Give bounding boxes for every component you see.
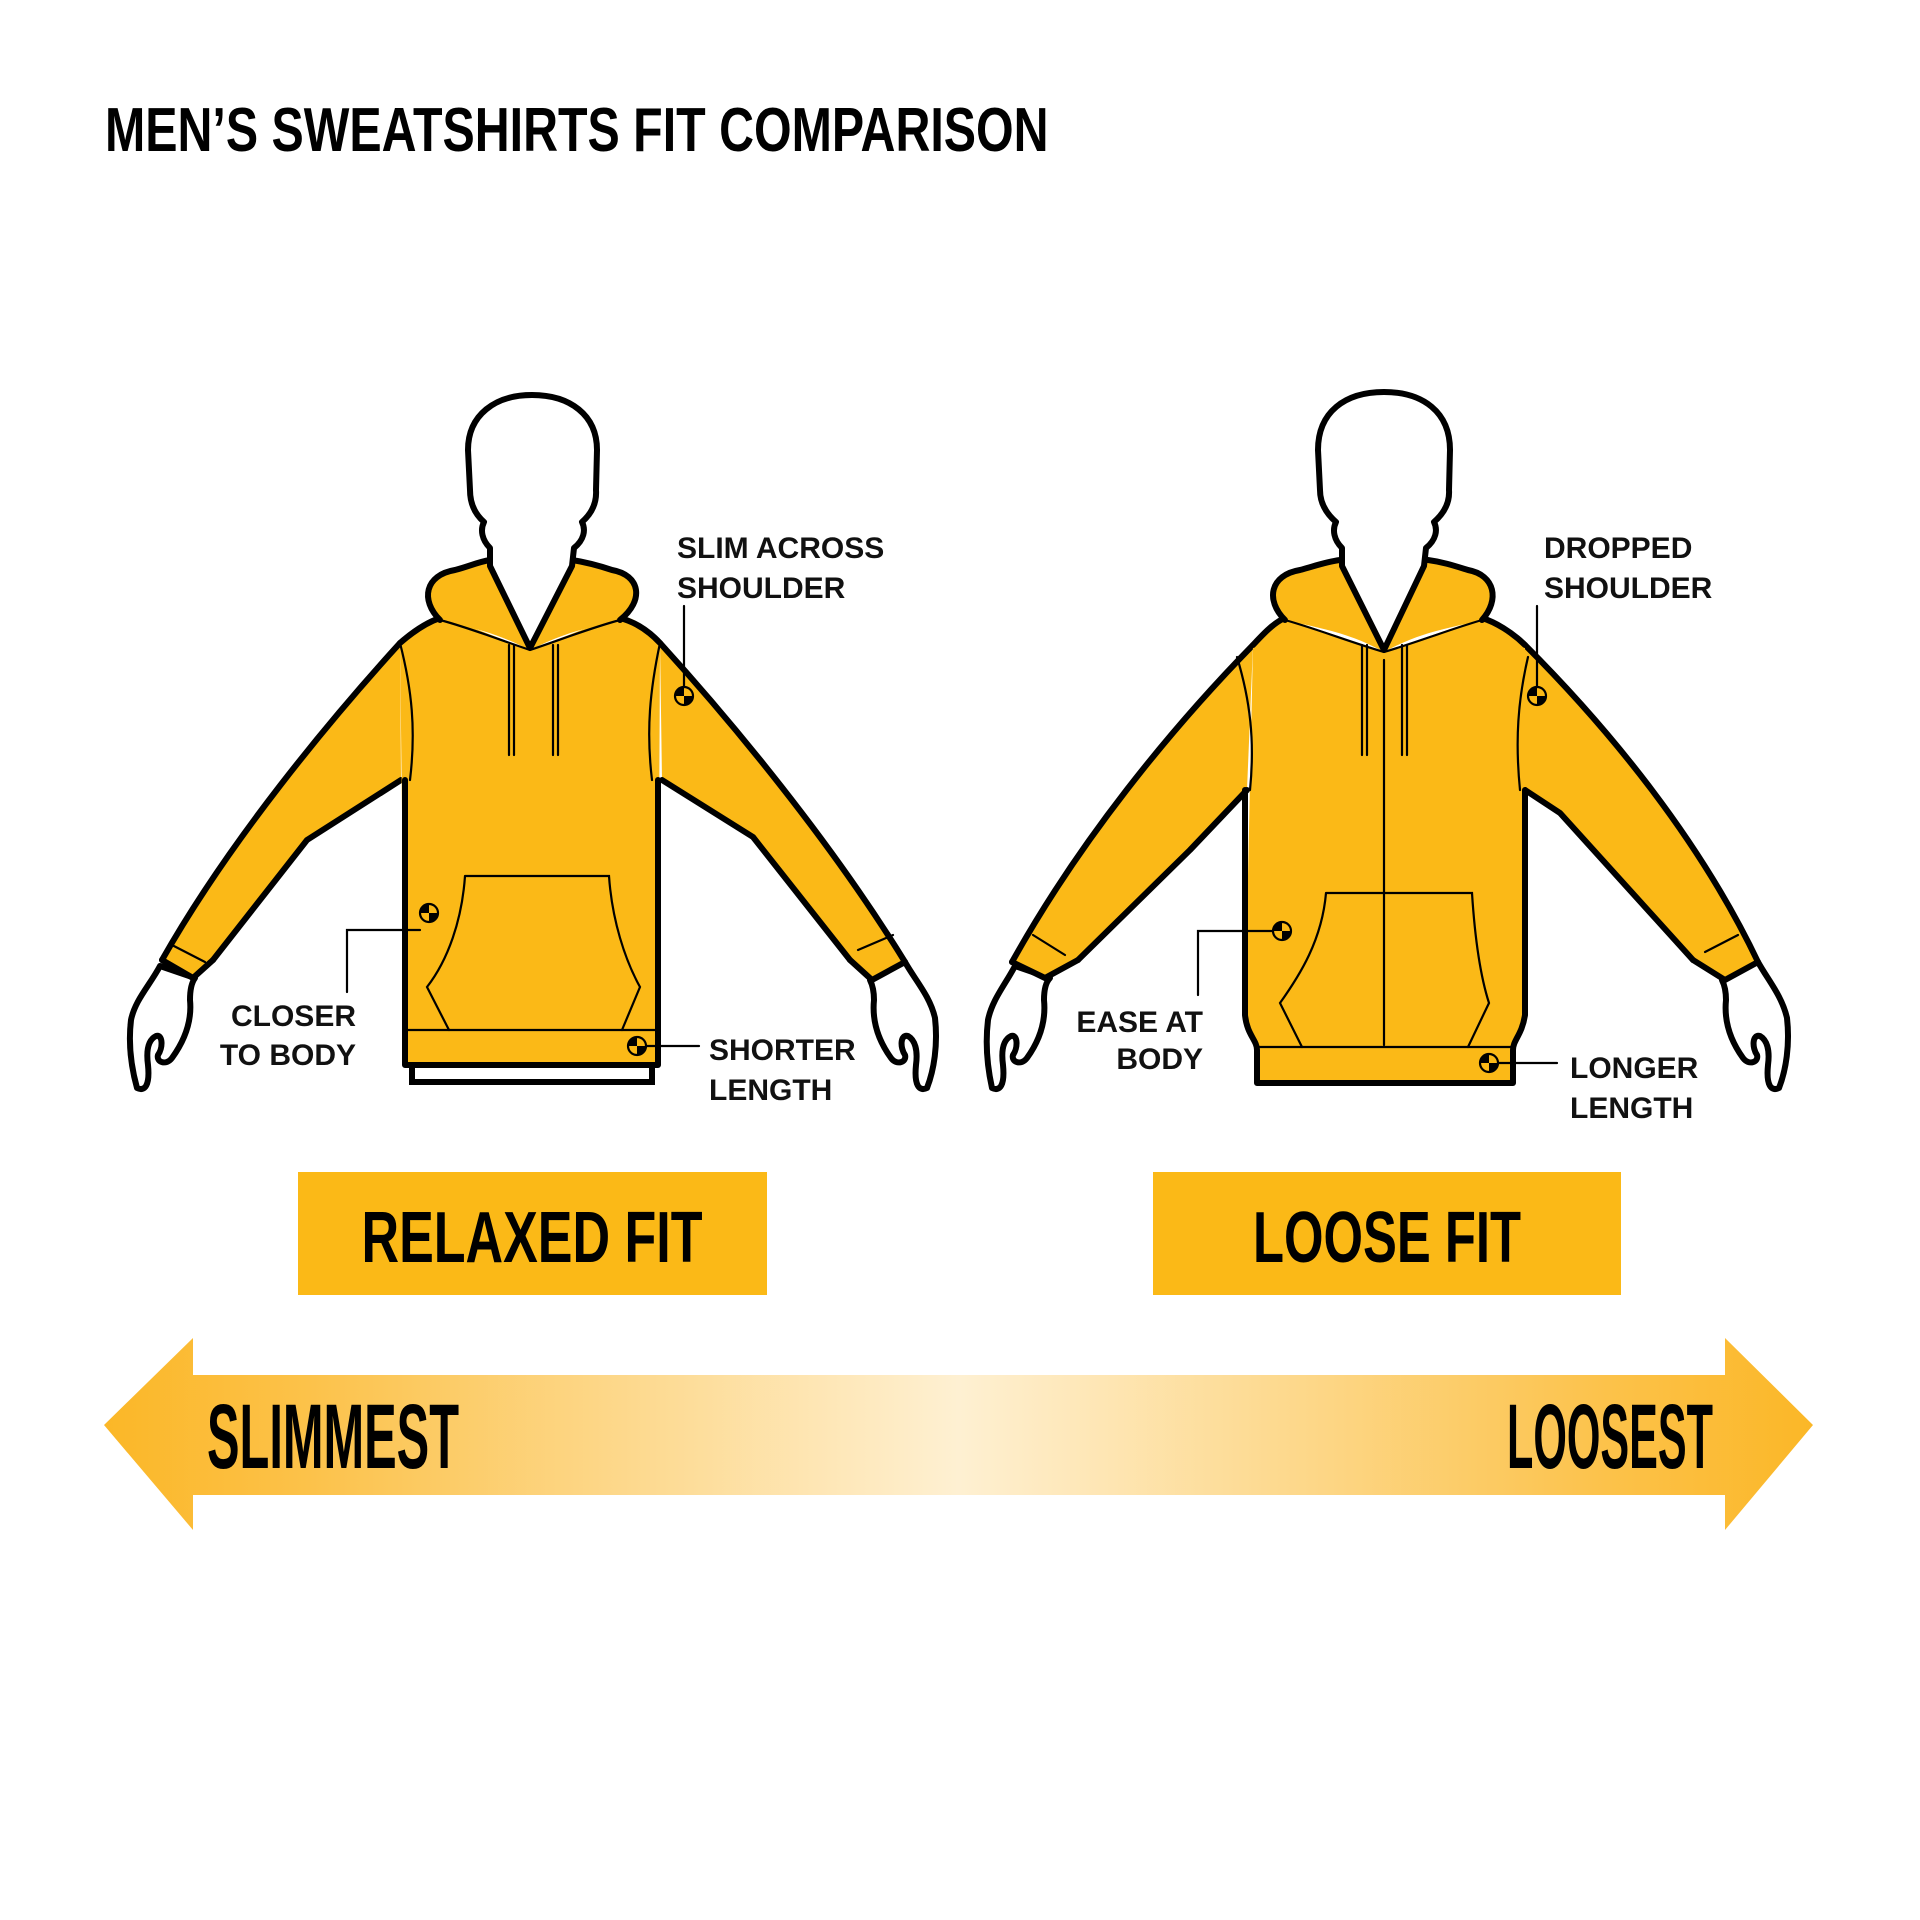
page-title: MEN’S SWEATSHIRTS FIT COMPARISON bbox=[105, 95, 1049, 164]
fit-label: LOOSE FIT bbox=[1253, 1198, 1521, 1278]
measure-point-icon bbox=[673, 685, 695, 707]
fit-scale-arrow: SLIMMEST LOOSEST bbox=[104, 1338, 1813, 1530]
left-hand-icon bbox=[983, 963, 1053, 1092]
callout-ease-at-body: EASE AT BODY bbox=[1076, 920, 1293, 1076]
callout-label: SHOULDER bbox=[677, 572, 846, 605]
right-hand-icon bbox=[1719, 959, 1792, 1092]
callout-closer-to-body: CLOSER TO BODY bbox=[220, 902, 440, 1072]
callout-dropped-shoulder: DROPPED SHOULDER bbox=[1526, 532, 1713, 707]
callout-label: LONGER bbox=[1570, 1052, 1699, 1085]
callout-slim-across-shoulder: SLIM ACROSS SHOULDER bbox=[673, 532, 884, 707]
callout-label: EASE AT bbox=[1076, 1006, 1203, 1039]
measure-point-icon bbox=[418, 902, 440, 924]
measure-point-icon bbox=[1526, 685, 1548, 707]
callout-shorter-length: SHORTER LENGTH bbox=[626, 1034, 856, 1107]
head-silhouette bbox=[465, 392, 600, 651]
callout-label: BODY bbox=[1116, 1043, 1203, 1076]
loose-fit-badge: LOOSE FIT bbox=[1153, 1172, 1621, 1295]
relaxed-fit-hoodie-illustration bbox=[126, 392, 940, 1092]
callout-label: SHOULDER bbox=[1544, 572, 1713, 605]
callout-label: LENGTH bbox=[1570, 1092, 1693, 1125]
scale-left-label: SLIMMEST bbox=[207, 1386, 459, 1488]
measure-point-icon bbox=[1478, 1052, 1500, 1074]
double-headed-arrow-icon bbox=[104, 1338, 1813, 1530]
fit-label: RELAXED FIT bbox=[362, 1198, 703, 1278]
scale-right-label: LOOSEST bbox=[1507, 1386, 1713, 1488]
callout-longer-length: LONGER LENGTH bbox=[1478, 1052, 1699, 1125]
head-silhouette bbox=[1315, 389, 1453, 653]
right-hand-icon bbox=[867, 959, 940, 1092]
measure-point-icon bbox=[1271, 920, 1293, 942]
callout-label: SHORTER bbox=[709, 1034, 856, 1067]
callout-label: SLIM ACROSS bbox=[677, 532, 884, 565]
relaxed-fit-badge: RELAXED FIT bbox=[298, 1172, 767, 1295]
left-hand-icon bbox=[126, 963, 198, 1092]
callout-label: TO BODY bbox=[220, 1039, 356, 1072]
callout-label: DROPPED bbox=[1544, 532, 1692, 565]
measure-point-icon bbox=[626, 1035, 648, 1057]
loose-fit-hoodie-illustration bbox=[983, 389, 1792, 1092]
callout-label: LENGTH bbox=[709, 1074, 832, 1107]
callout-label: CLOSER bbox=[231, 1000, 356, 1033]
